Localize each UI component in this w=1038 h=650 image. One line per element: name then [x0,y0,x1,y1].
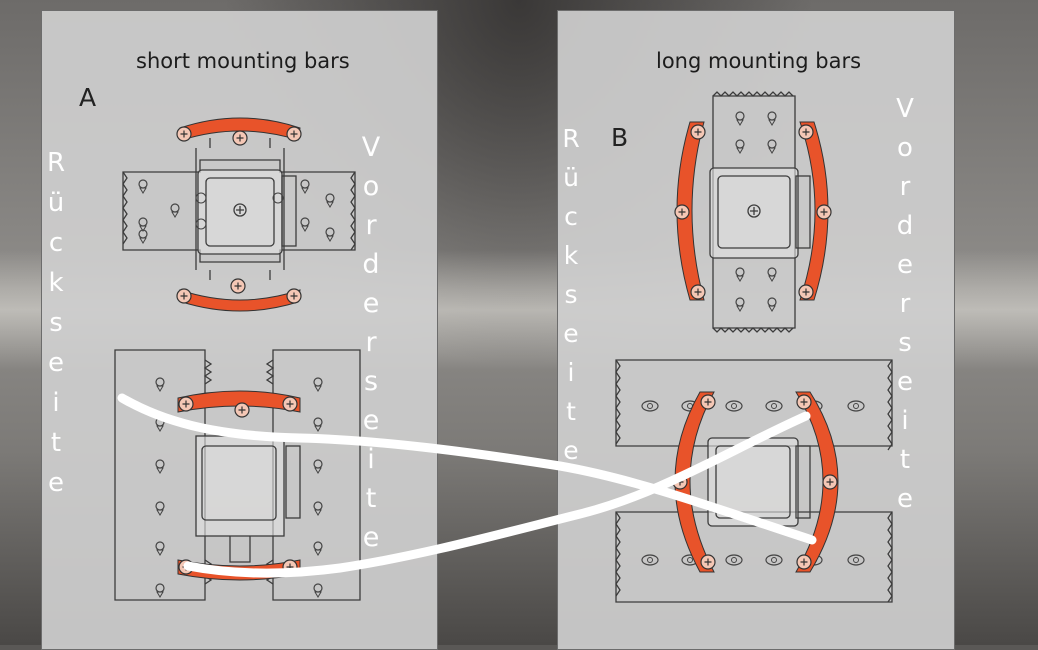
scribble-line-upper [117,393,817,545]
panel-b-letter: B [611,123,629,152]
panel-b-bottom-assembly [615,359,893,603]
panel-a-letter: A [79,83,97,112]
panel-b-bottom-bar-right [795,391,839,573]
scribble-line-lower [183,411,811,578]
hand-drawn-connector-lines [117,393,817,578]
panel-a-top-assembly [122,138,356,280]
panel-a-bottom-bar-upper [177,390,301,418]
panel-b-long-bar-left [674,121,706,301]
panel-a-title: short mounting bars [136,49,350,73]
panel-a-short-bar-lower [176,278,302,312]
panel-b-top-assembly [709,91,811,333]
panel-a-short-bar-upper [176,117,302,146]
panel-a-bottom-assembly [114,349,361,601]
panel-a-top-holes [138,179,335,244]
panel-b-bottom-bar-left [672,391,716,573]
panel-short-mounting-bars: short mounting bars A [41,10,438,650]
panel-b-title: long mounting bars [656,49,862,73]
panel-b-long-bar-right [798,121,832,301]
